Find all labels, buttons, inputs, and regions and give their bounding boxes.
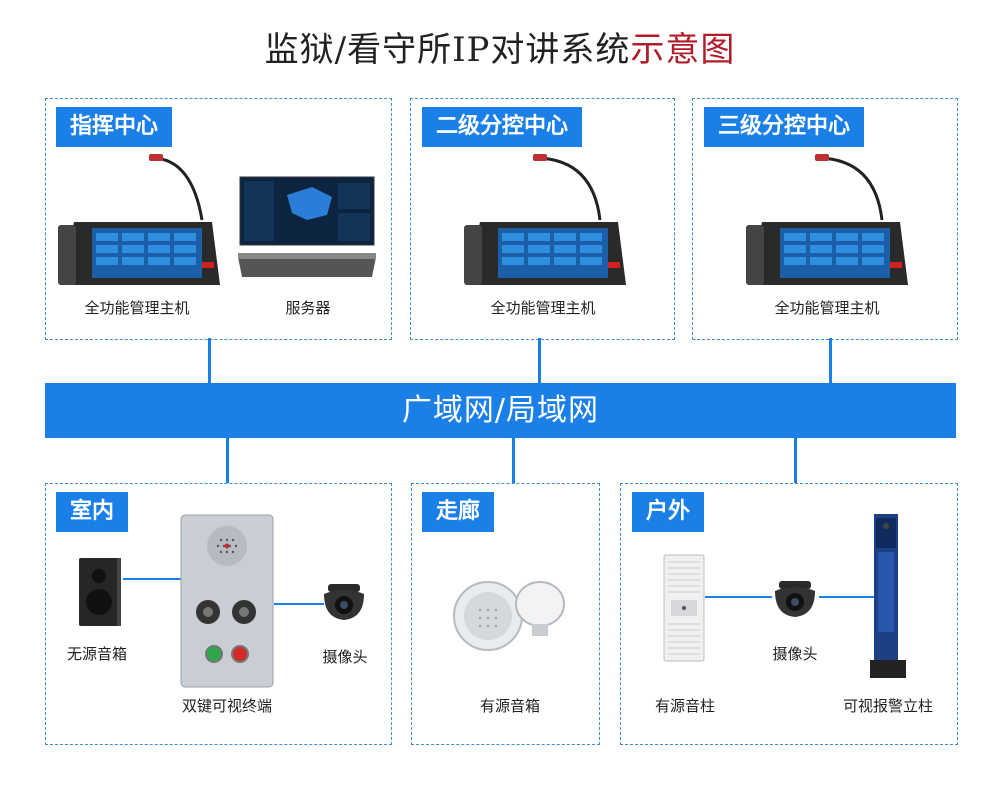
title-main: 监狱/看守所IP对讲系统 [264,30,631,70]
caption-active-speaker: 有源音箱 [479,697,540,715]
tag-corridor: 走廊 [422,492,495,532]
caption-camera: 摄像头 [772,645,818,663]
connector-top-3 [829,338,832,383]
connector-top-1 [208,338,211,383]
link-speaker-terminal [123,578,181,580]
management-host-image [746,154,908,285]
tag-command-center: 指挥中心 [56,107,173,147]
connector-bottom-1 [226,438,229,483]
video-alarm-pillar-image [870,514,906,678]
management-host-image [58,154,220,285]
camera-image [324,584,364,620]
server-image [238,176,376,277]
connector-top-2 [538,338,541,383]
tag-outdoor: 户外 [632,492,705,532]
link-camera-pillar [819,596,876,598]
passive-speaker-image [79,558,121,626]
tag-indoor: 室内 [56,492,129,532]
caption-passive-speaker: 无源音箱 [66,645,127,663]
caption-dual-key-terminal: 双键可视终端 [181,697,272,715]
caption-video-alarm-pillar: 可视报警立柱 [842,697,933,715]
caption-management-host: 全功能管理主机 [490,299,596,317]
caption-active-sound-column: 有源音柱 [654,697,715,715]
network-bar: 广域网/局域网 [45,383,956,438]
connector-bottom-3 [794,438,797,483]
link-terminal-camera [274,603,324,605]
tag-tertiary-control: 三级分控中心 [704,107,865,147]
connector-bottom-2 [512,438,515,483]
dual-key-video-terminal-image [180,514,274,688]
title-accent: 示意图 [630,30,736,70]
active-speaker-image [453,581,565,651]
caption-camera: 摄像头 [322,648,368,666]
camera-image [775,581,815,617]
caption-management-host: 全功能管理主机 [774,299,880,317]
diagram-title: 监狱/看守所IP对讲系统示意图 [0,22,1000,71]
link-column-camera [705,596,772,598]
management-host-image [464,154,626,285]
active-sound-column-image [663,554,705,662]
caption-server: 服务器 [285,299,331,317]
caption-management-host: 全功能管理主机 [84,299,190,317]
tag-secondary-control: 二级分控中心 [422,107,583,147]
